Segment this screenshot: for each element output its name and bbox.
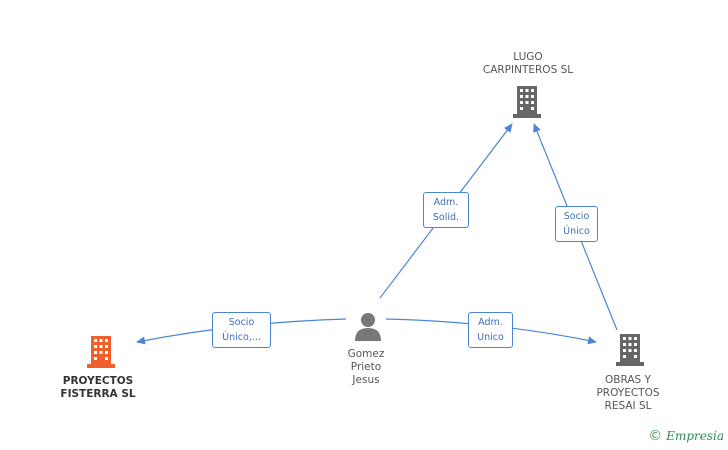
node-label-lugo[interactable]: LUGO CARPINTEROS SL: [482, 51, 574, 76]
person-icon[interactable]: [355, 313, 381, 341]
copyright-icon: ©: [648, 428, 663, 444]
building-icon[interactable]: [616, 334, 644, 366]
node-label-fisterra[interactable]: PROYECTOS FISTERRA SL: [60, 375, 136, 400]
brand-name: Empresia: [666, 429, 724, 443]
building-icon[interactable]: [87, 336, 115, 368]
edge-label-socio-unico[interactable]: Socio Único: [555, 206, 598, 242]
edge-label-adm-unico[interactable]: Adm. Unico: [468, 312, 513, 348]
building-icon[interactable]: [513, 86, 541, 118]
node-label-resai[interactable]: OBRAS Y PROYECTOS RESAI SL: [596, 374, 660, 412]
edge-label-adm-solid[interactable]: Adm. Solid.: [423, 192, 469, 228]
node-label-gomez[interactable]: Gomez Prieto Jesus: [347, 348, 385, 386]
edge-label-socio-unico-etc[interactable]: Socio Único,...: [212, 312, 271, 348]
empresia-watermark[interactable]: ©Empresia: [648, 428, 724, 444]
